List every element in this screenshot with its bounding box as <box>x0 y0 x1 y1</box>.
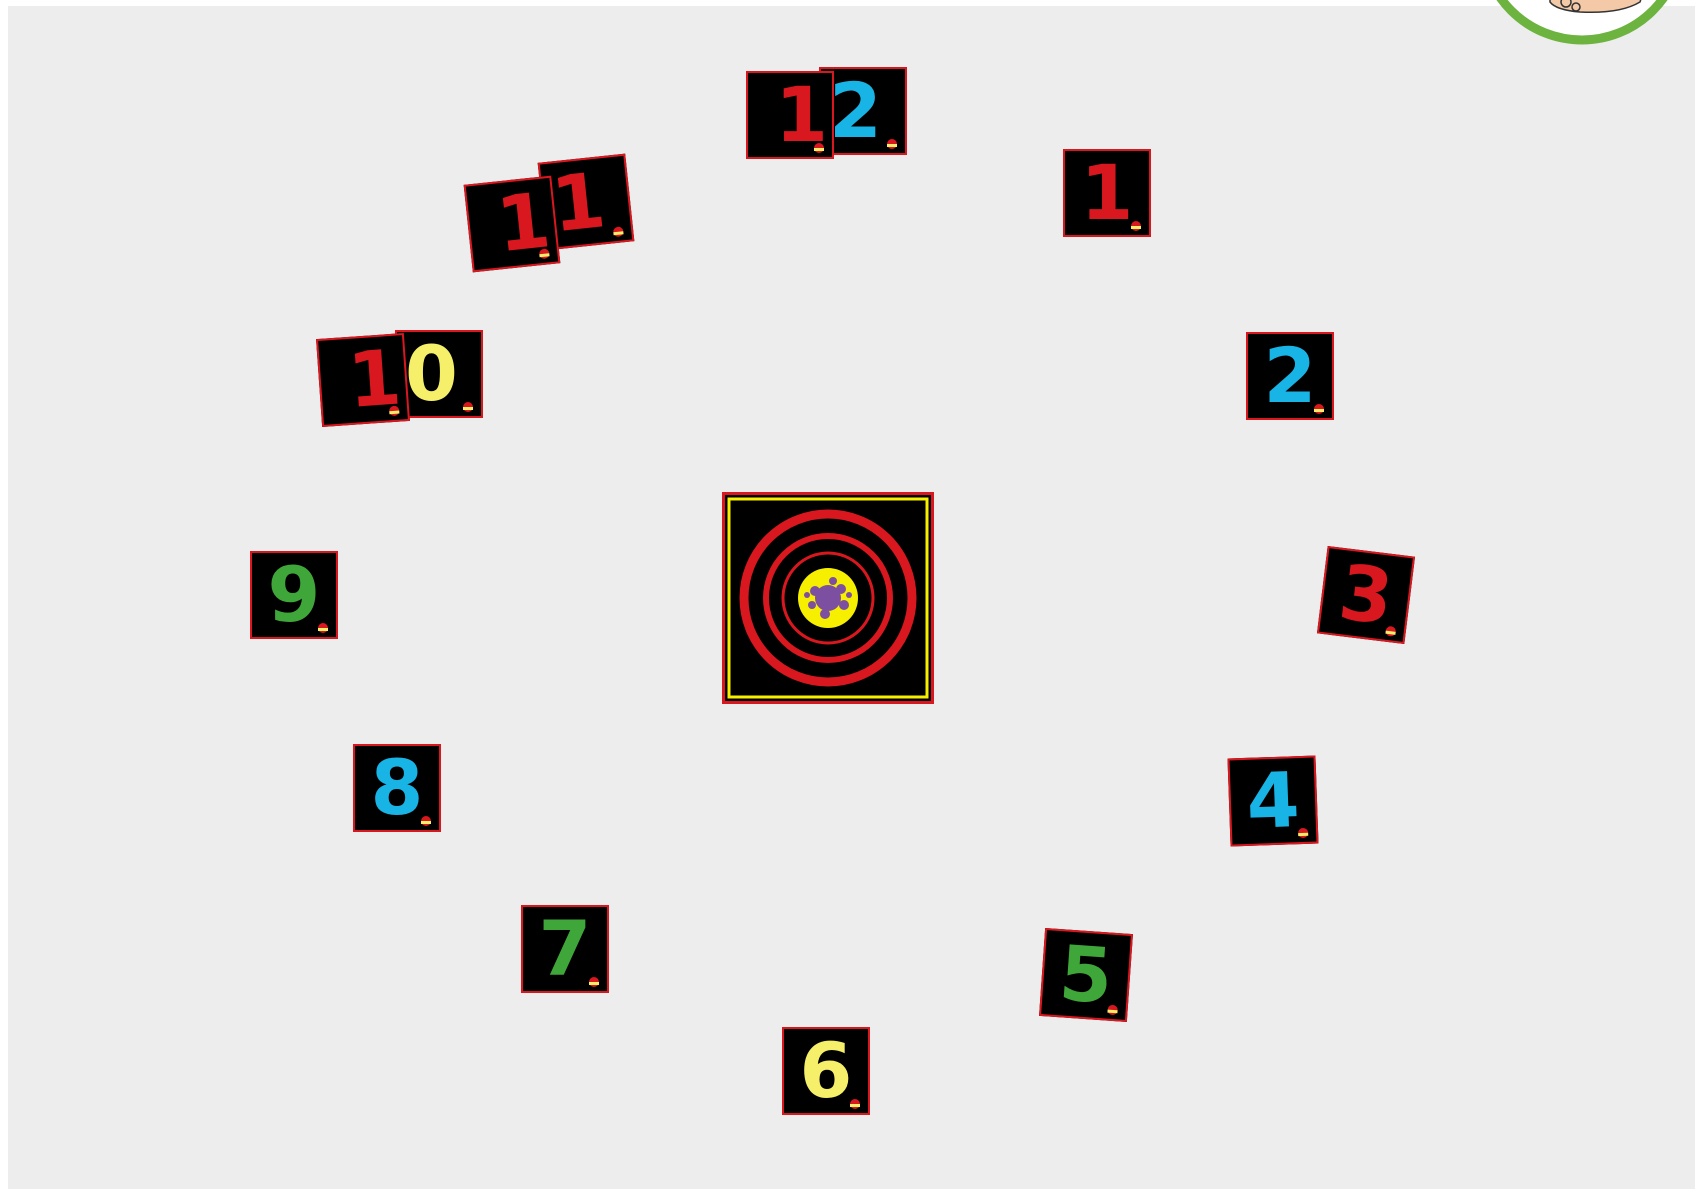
tile-5: 5 <box>1039 928 1133 1022</box>
logo-icon <box>885 135 899 147</box>
tile-6: 6 <box>782 1027 870 1115</box>
tile-10-first: 1 <box>316 333 410 427</box>
center-target-board <box>722 492 934 704</box>
logo-icon <box>1383 622 1398 636</box>
logo-icon <box>1129 217 1143 229</box>
logo-icon <box>1312 400 1326 412</box>
corner-badge <box>1470 0 1690 56</box>
tile-12-first: 1 <box>746 71 834 159</box>
logo-icon <box>1105 1000 1120 1013</box>
target-splat-icon <box>725 495 931 701</box>
tile-7: 7 <box>521 905 609 993</box>
logo-icon <box>387 401 402 414</box>
logo-icon <box>536 244 551 257</box>
logo-icon <box>610 222 625 235</box>
tile-3: 3 <box>1317 546 1415 644</box>
logo-icon <box>316 619 330 631</box>
tile-4: 4 <box>1227 755 1318 846</box>
logo-icon <box>461 398 475 410</box>
tile-9: 9 <box>250 551 338 639</box>
logo-icon <box>848 1095 862 1107</box>
logo-icon <box>812 139 826 151</box>
tile-2: 2 <box>1246 332 1334 420</box>
tile-8: 8 <box>353 744 441 832</box>
logo-icon <box>419 812 433 824</box>
tile-1: 1 <box>1063 149 1151 237</box>
logo-icon <box>1296 824 1310 836</box>
logo-icon <box>587 973 601 985</box>
tile-11-first: 1 <box>464 176 561 273</box>
bare-foot-icon <box>1470 0 1690 56</box>
tile-digit: 3 <box>1319 548 1413 642</box>
